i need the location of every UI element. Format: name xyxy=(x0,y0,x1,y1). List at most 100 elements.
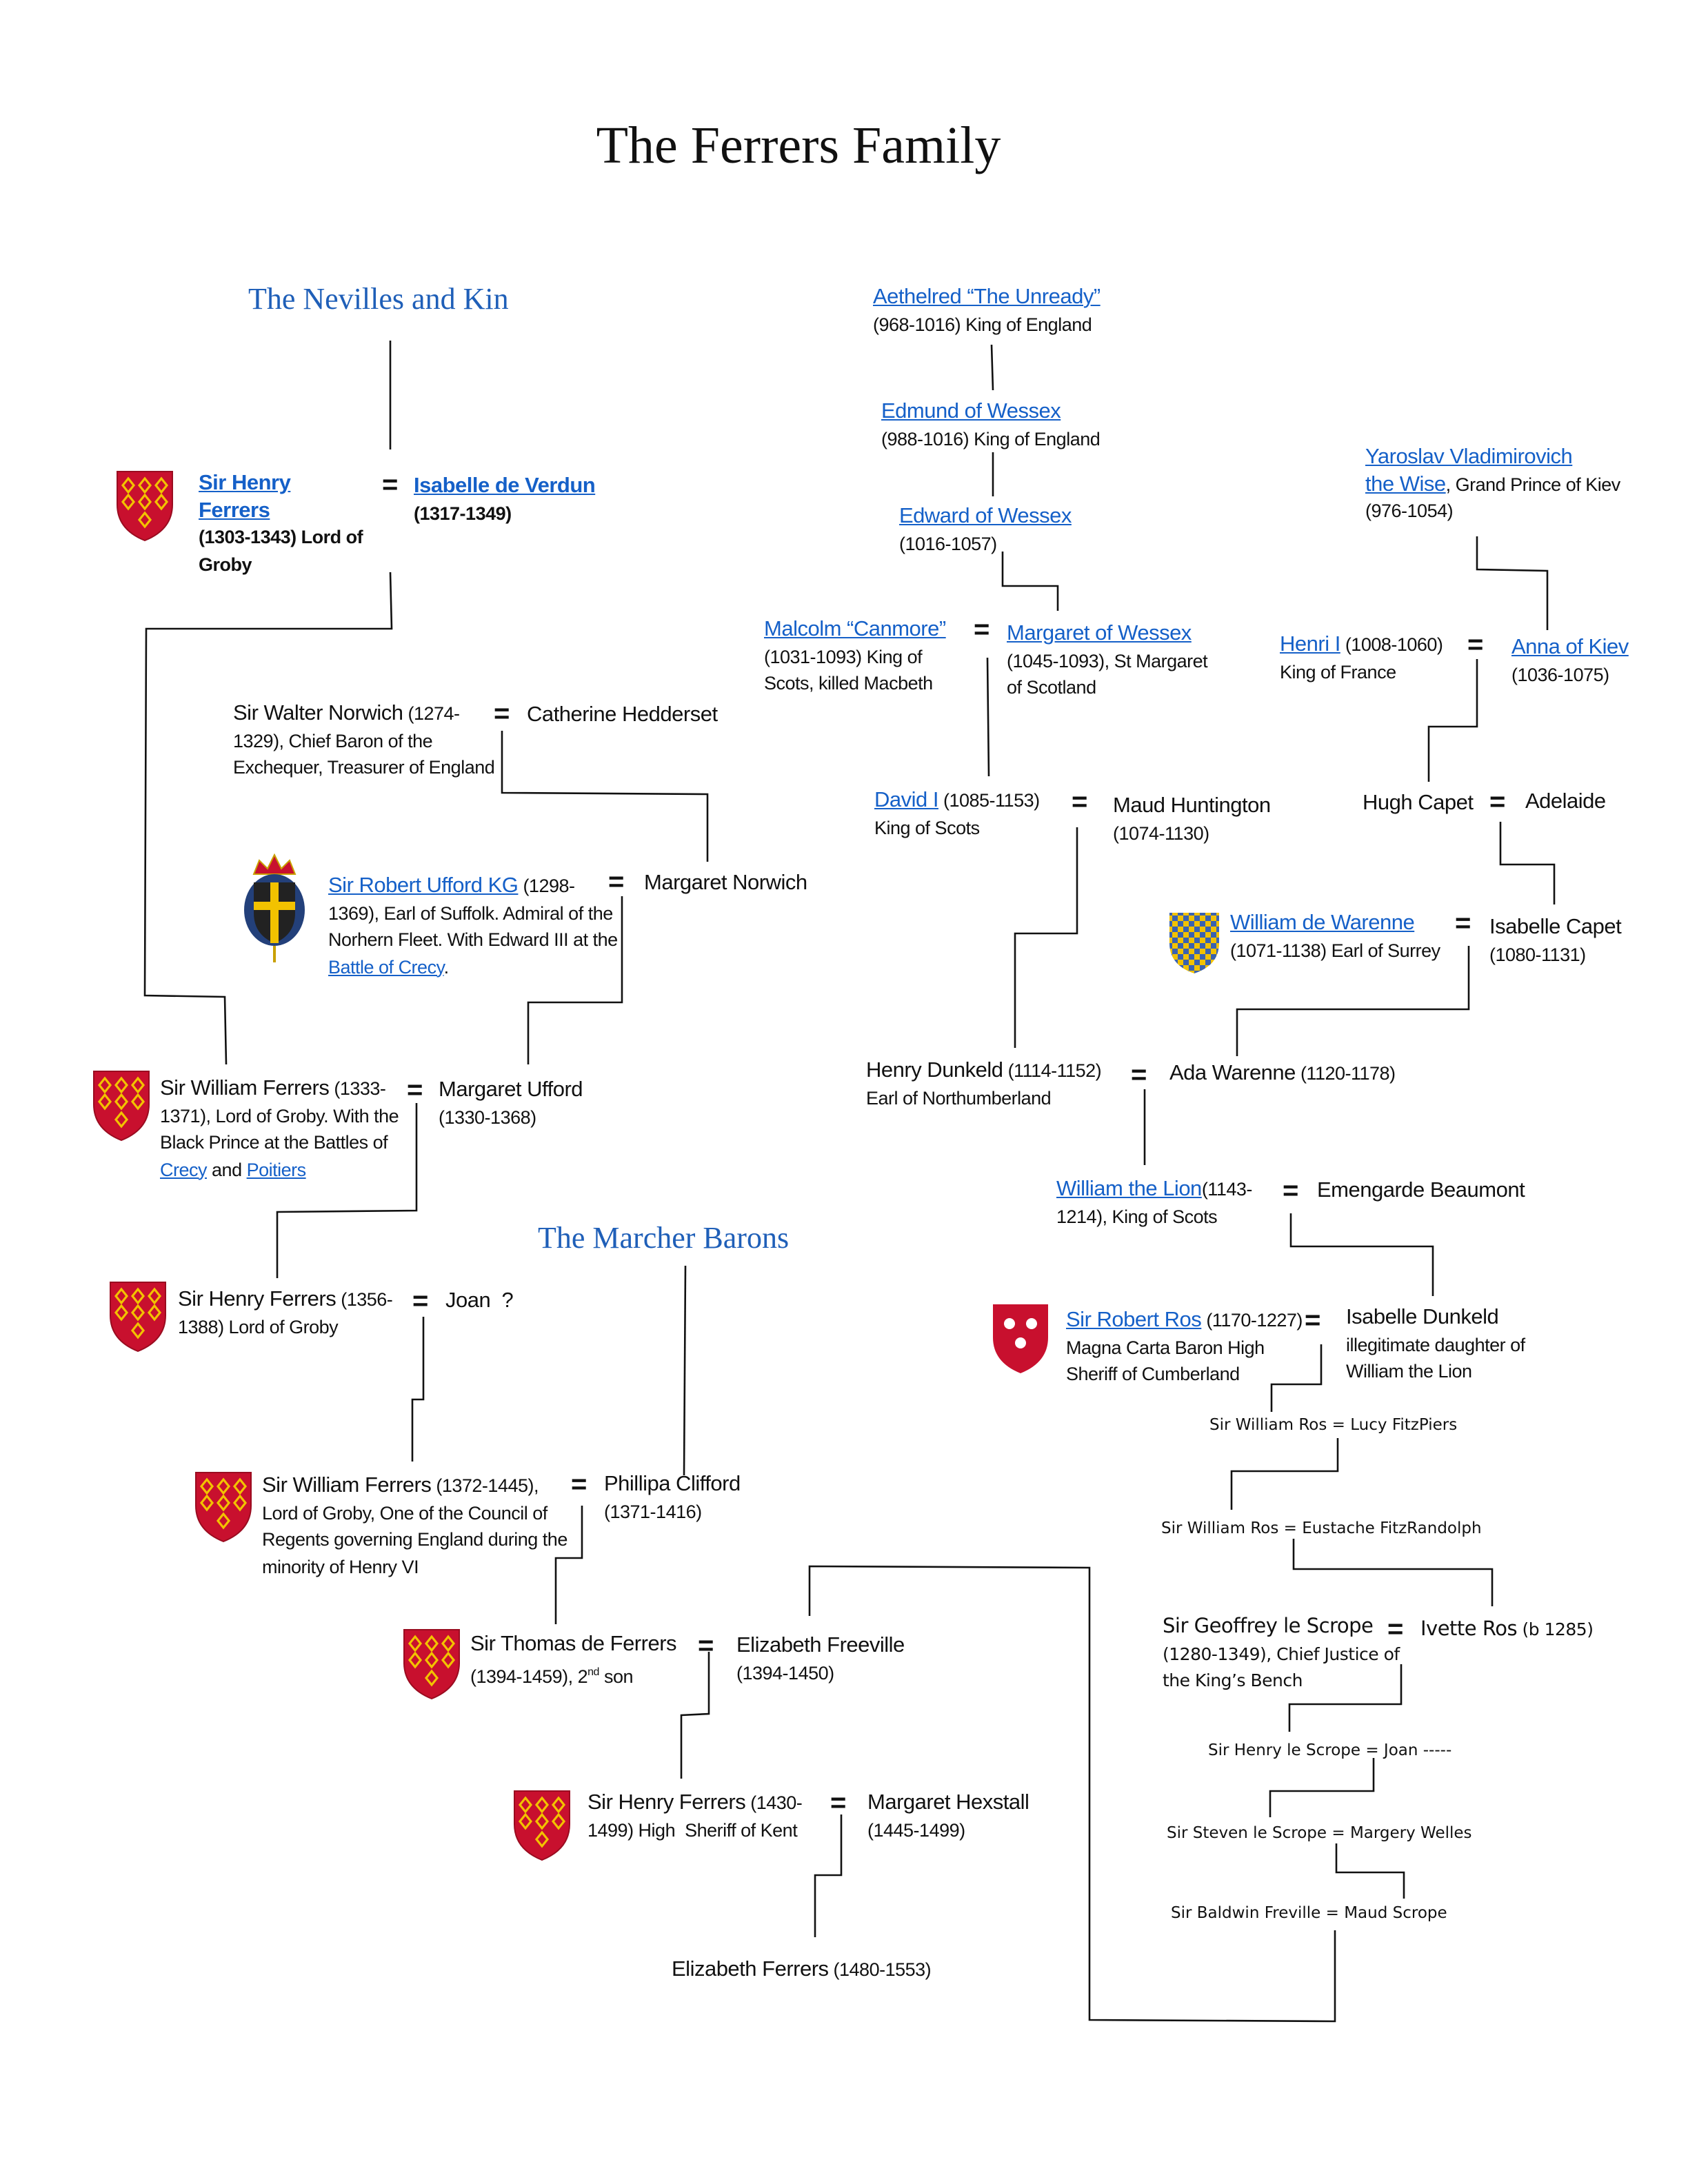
person-emengarde-beaumont: Emengarde Beaumont xyxy=(1317,1179,1525,1202)
person-details: (1080-1131) xyxy=(1489,944,1586,964)
ufford-garter-arms-icon xyxy=(244,853,305,962)
person-details: (1394-1450) xyxy=(736,1662,834,1683)
marriage-sign: = xyxy=(1305,1306,1321,1336)
person-link[interactable]: Sir Robert Ufford KG xyxy=(328,874,519,898)
warenne-checky-shield-icon xyxy=(1169,913,1219,973)
person-henry-ferrers-1356: Sir Henry Ferrers (1356-1388) Lord of Gr… xyxy=(178,1286,412,1340)
marriage-sign: = xyxy=(571,1470,587,1500)
person-name: Ada Warenne xyxy=(1169,1062,1296,1085)
person-details: (1085-1153) King of Scots xyxy=(874,790,1040,838)
page-title: The Ferrers Family xyxy=(596,117,1001,175)
person-link[interactable]: Isabelle de Verdun xyxy=(414,474,596,498)
ferrers-shield-icon xyxy=(117,471,173,542)
text: and xyxy=(207,1159,247,1180)
person-elizabeth-ferrers: Elizabeth Ferrers (1480-1553) xyxy=(672,1957,932,1983)
person-details: son xyxy=(599,1666,634,1686)
person-details: (1031-1093) King of Scots, killed Macbet… xyxy=(764,646,933,694)
poitiers-link[interactable]: Poitiers xyxy=(246,1159,307,1180)
ordinal-suffix: nd xyxy=(587,1665,599,1677)
person-name: Sir Geoffrey le Scrope xyxy=(1163,1616,1374,1638)
battle-of-crecy-link[interactable]: Battle of Crecy xyxy=(328,956,444,977)
marriage-sign: = xyxy=(494,699,510,729)
person-ivette-ros: Ivette Ros (b 1285) xyxy=(1420,1616,1594,1644)
person-details: (988-1016) King of England xyxy=(881,428,1101,449)
person-link[interactable]: William de Warenne xyxy=(1230,911,1415,935)
person-name: Sir William Ferrers xyxy=(262,1474,432,1497)
couple-william-ros-eustache-fitzrandolph: Sir William Ros = Eustache FitzRandolph xyxy=(1161,1518,1482,1537)
person-geoffrey-le-scrope: Sir Geoffrey le Scrope (1280-1349), Chief… xyxy=(1163,1613,1404,1693)
person-link[interactable]: Sir Henry Ferrers xyxy=(199,472,291,522)
person-details: (1371-1416) xyxy=(604,1501,702,1521)
person-details: (1430-1499) High Sheriff of Kent xyxy=(587,1792,803,1840)
person-link[interactable]: Malcolm “Canmore” xyxy=(764,618,946,641)
person-details: (1074-1130) xyxy=(1113,822,1209,843)
person-ada-warenne: Ada Warenne (1120-1178) xyxy=(1169,1060,1396,1087)
person-details: (1008-1060) King of France xyxy=(1280,634,1443,682)
marriage-sign: = xyxy=(1489,787,1506,818)
person-robert-ros: Sir Robert Ros (1170-1227) Magna Carta B… xyxy=(1066,1307,1314,1388)
couple-william-ros-lucy-fitzpiers: Sir William Ros = Lucy FitzPiers xyxy=(1209,1415,1458,1434)
person-william-ferrers-1333: Sir William Ferrers (1333-1371), Lord of… xyxy=(160,1075,411,1183)
person-phillipa-clifford: Phillipa Clifford(1371-1416) xyxy=(604,1471,797,1525)
person-william-the-lion: William the Lion(1143-1214), King of Sco… xyxy=(1056,1176,1284,1230)
person-link[interactable]: Sir Robert Ros xyxy=(1066,1308,1202,1332)
person-details: (1356-1388) Lord of Groby xyxy=(178,1289,393,1337)
person-details: (968-1016) King of England xyxy=(873,314,1092,334)
person-hugh-capet: Hugh Capet xyxy=(1363,791,1474,815)
person-details: (1372-1445), Lord of Groby, One of the C… xyxy=(262,1475,567,1577)
person-details: (1170-1227) Magna Carta Baron High Sheri… xyxy=(1066,1310,1303,1384)
person-edward-of-wessex: Edward of Wessex(1016-1057) xyxy=(899,503,1175,557)
punctuation: . xyxy=(443,956,449,977)
person-link[interactable]: Margaret of Wessex xyxy=(1007,622,1192,645)
person-details: (1114-1152) xyxy=(1003,1060,1102,1081)
person-link[interactable]: David I xyxy=(874,789,938,812)
person-malcolm-canmore: Malcolm “Canmore” (1031-1093) King of Sco… xyxy=(764,616,971,697)
person-details: (1445-1499) xyxy=(867,1819,965,1840)
person-elizabeth-freeville: Elizabeth Freeville (1394-1450) xyxy=(736,1632,957,1686)
person-henri-i: Henri I (1008-1060) King of France xyxy=(1280,631,1466,685)
person-name: Elizabeth Freeville xyxy=(736,1634,905,1657)
person-link[interactable]: Yaroslav Vladimirovich xyxy=(1365,445,1573,469)
person-link[interactable]: Edmund of Wessex xyxy=(881,400,1061,423)
marriage-sign: = xyxy=(382,470,399,501)
ferrers-shield-icon xyxy=(514,1790,570,1861)
marriage-sign: = xyxy=(1455,909,1471,939)
couple-steven-le-scrope-margery-welles: Sir Steven le Scrope = Margery Welles xyxy=(1167,1823,1472,1842)
crecy-link[interactable]: Crecy xyxy=(160,1159,208,1180)
ros-shield-icon xyxy=(993,1304,1048,1373)
person-link[interactable]: the Wise xyxy=(1365,472,1446,496)
marriage-sign: = xyxy=(830,1788,847,1819)
section-title-nevilles: The Nevilles and Kin xyxy=(248,281,509,316)
ferrers-shield-icon xyxy=(403,1629,460,1700)
person-name: Sir Thomas de Ferrers xyxy=(470,1632,677,1656)
marriage-sign: = xyxy=(1283,1176,1299,1206)
person-david-i: David I (1085-1153) King of Scots xyxy=(874,787,1067,841)
person-walter-norwich: Sir Walter Norwich (1274-1329), Chief Ba… xyxy=(233,700,495,781)
person-details: , Grand Prince of Kiev (976-1054) xyxy=(1365,474,1620,521)
person-details: (1120-1178) xyxy=(1295,1063,1396,1084)
person-link[interactable]: William the Lion xyxy=(1056,1177,1202,1201)
person-anna-of-kiev: Anna of Kiev(1036-1075) xyxy=(1511,634,1663,688)
person-name: Isabelle Capet xyxy=(1489,916,1622,939)
person-yaroslav-the-wise: Yaroslav Vladimirovich the Wise, Grand Pr… xyxy=(1365,444,1620,525)
marriage-sign: = xyxy=(1387,1615,1404,1645)
person-link[interactable]: Henri I xyxy=(1280,633,1340,656)
person-name: Sir Henry Ferrers xyxy=(178,1288,336,1311)
person-details: (1274-1329), Chief Baron of the Excheque… xyxy=(233,703,495,778)
person-name: Isabelle Dunkeld xyxy=(1346,1306,1499,1329)
person-name: Henry Dunkeld xyxy=(866,1059,1003,1082)
marriage-sign: = xyxy=(1131,1060,1147,1091)
person-details: (1280-1349), Chief Justice of the King’s… xyxy=(1163,1644,1400,1690)
person-link[interactable]: Anna of Kiev xyxy=(1511,636,1629,659)
person-details: (1333-1371), Lord of Groby. With the Bla… xyxy=(160,1078,399,1153)
person-link[interactable]: Aethelred “The Unready” xyxy=(873,285,1101,309)
marriage-sign: = xyxy=(407,1075,423,1106)
person-margaret-ufford: Margaret Ufford(1330-1368) xyxy=(439,1077,632,1131)
person-thomas-de-ferrers: Sir Thomas de Ferrers(1394-1459), 2nd so… xyxy=(470,1631,705,1690)
person-margaret-norwich: Margaret Norwich xyxy=(644,871,807,895)
person-name: Ivette Ros xyxy=(1420,1619,1518,1641)
person-link[interactable]: Edward of Wessex xyxy=(899,505,1072,528)
person-maud-huntington: Maud Huntington(1074-1130) xyxy=(1113,793,1320,847)
